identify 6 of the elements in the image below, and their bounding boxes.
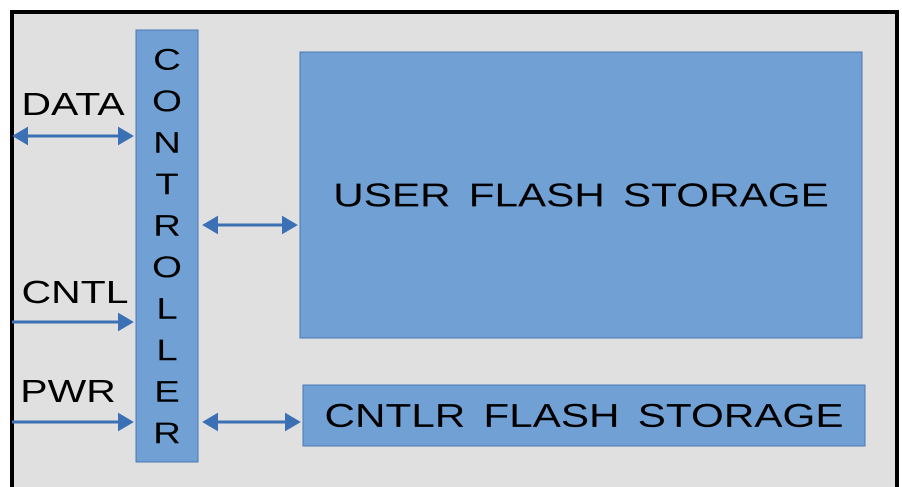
signal-label: DATA (20, 92, 126, 116)
controller-box: CONTROLLER (136, 30, 198, 462)
storage-box: CNTLR FLASH STORAGE (302, 384, 866, 446)
signal-label: CNTL (20, 280, 130, 304)
storage-box: USER FLASH STORAGE (300, 52, 862, 338)
signal-label: PWR (19, 378, 117, 403)
